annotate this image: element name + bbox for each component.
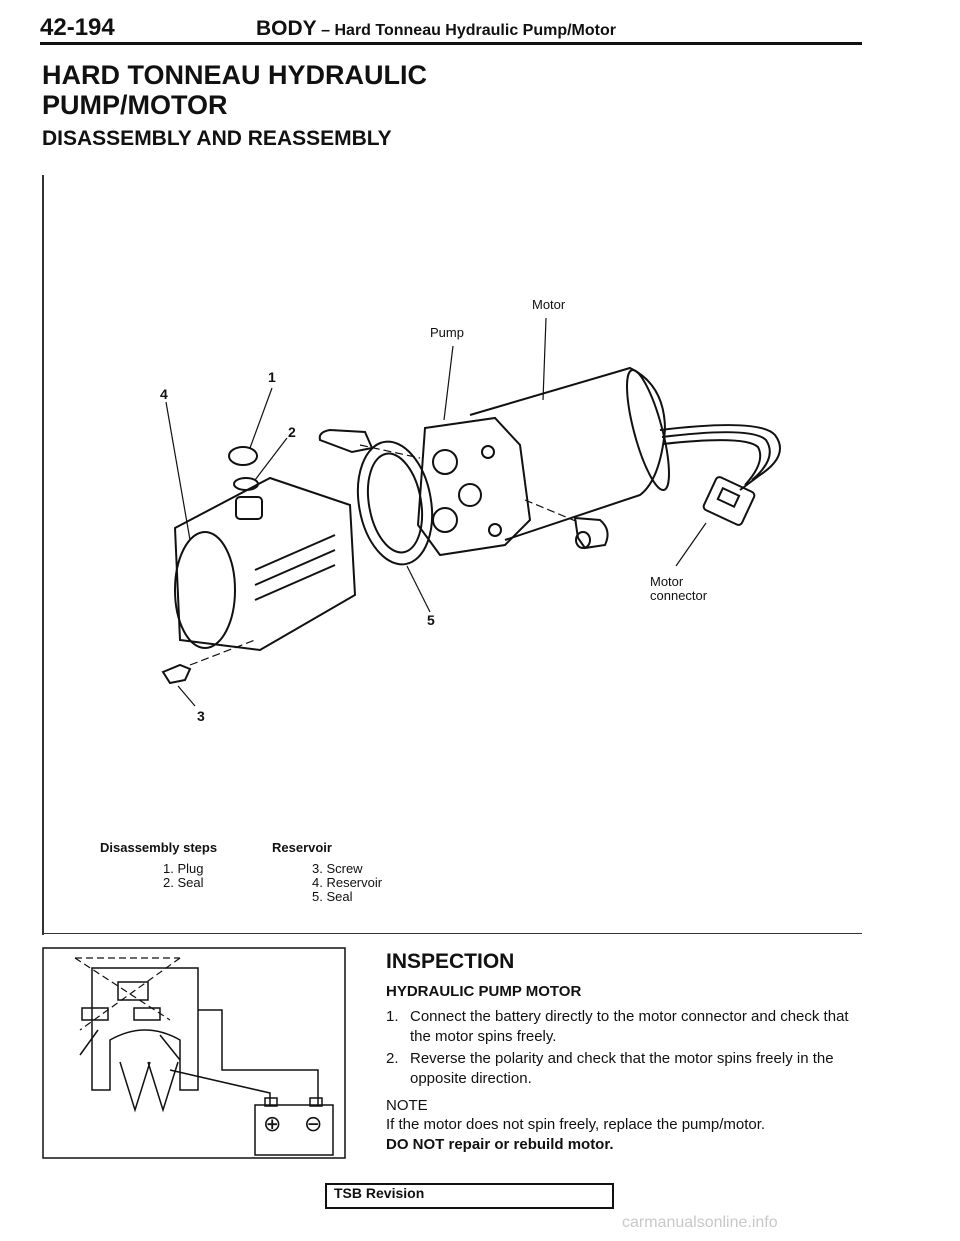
- header-rule: [40, 42, 862, 45]
- step-2: 2. Seal: [163, 875, 204, 890]
- callout-3: 3: [197, 708, 205, 724]
- callout-5: 5: [427, 612, 435, 628]
- screw: [161, 663, 192, 685]
- battery: [254, 1104, 334, 1156]
- page-number: 42-194: [40, 14, 115, 41]
- inspection-item-1-num: 1.: [386, 1008, 399, 1025]
- header-subtitle: Hard Tonneau Hydraulic Pump/Motor: [334, 22, 616, 39]
- inspection-item-1-text: Connect the battery directly to the moto…: [410, 1008, 849, 1045]
- seal-ring: [356, 440, 434, 566]
- step-5: 5. Seal: [312, 889, 353, 904]
- diagram-frame-left: [42, 175, 44, 935]
- page-title-line1: HARD TONNEAU HYDRAULIC: [42, 60, 428, 90]
- inspection-item-2-num: 2.: [386, 1050, 399, 1067]
- step-1: 1. Plug: [163, 861, 204, 876]
- motor-connector-label: Motor connector: [650, 575, 707, 603]
- motor-connector-part: [702, 476, 756, 526]
- pump-label: Pump: [430, 325, 464, 340]
- header-dash: –: [316, 22, 335, 39]
- diagram-frame-bottom: [42, 933, 862, 934]
- pump-housing: [416, 416, 532, 557]
- motor-connector-label-line2: connector: [650, 588, 708, 603]
- inspection-title: INSPECTION: [386, 950, 515, 973]
- inspection-item-2-text: Reverse the polarity and check that the …: [410, 1050, 834, 1087]
- motor-body: [469, 366, 667, 541]
- callout-2: 2: [288, 424, 296, 440]
- plug: [228, 446, 258, 466]
- battery-minus-icon: ⊖: [304, 1112, 323, 1137]
- callout-4: 4: [160, 386, 168, 402]
- steps-heading: Disassembly steps: [100, 840, 218, 855]
- exploded-diagram: [161, 317, 781, 707]
- inspection-item-2: 2. Reverse the polarity and check that t…: [386, 1049, 864, 1089]
- motor-end-cap: [626, 369, 670, 491]
- wiring-diagram: [42, 947, 346, 1159]
- motor-connector-label-line1: Motor: [650, 574, 684, 589]
- callout-1: 1: [268, 369, 276, 385]
- reservoir-heading: Reservoir: [272, 840, 332, 855]
- step-3: 3. Screw: [312, 861, 363, 876]
- step-4: 4. Reservoir: [312, 875, 383, 890]
- wiring-diagram-frame: [42, 947, 346, 1159]
- inspection-subtitle: HYDRAULIC PUMP MOTOR: [386, 983, 582, 1000]
- motor-label: Motor: [532, 297, 566, 312]
- note-warning: DO NOT repair or rebuild motor.: [386, 1136, 614, 1153]
- header-section: BODY: [256, 17, 317, 40]
- page-title: HARD TONNEAU HYDRAULIC PUMP/MOTOR: [42, 60, 427, 120]
- seal-small: [233, 477, 259, 491]
- battery-plus-icon: ⊕: [263, 1112, 282, 1137]
- page-title-line2: PUMP/MOTOR: [42, 90, 228, 120]
- tsb-revision-box: [325, 1183, 614, 1209]
- reservoir-body: [173, 476, 357, 652]
- watermark: carmanualsonline.info: [622, 1214, 778, 1231]
- tsb-revision-label: TSB Revision: [334, 1185, 425, 1201]
- inspection-item-1: 1. Connect the battery directly to the m…: [386, 1007, 864, 1047]
- note-text: If the motor does not spin freely, repla…: [386, 1116, 766, 1133]
- elbow-fitting-right: [573, 516, 609, 550]
- elbow-fitting-top: [318, 428, 374, 454]
- section-title: DISASSEMBLY AND REASSEMBLY: [42, 127, 392, 150]
- header-title: BODY – Hard Tonneau Hydraulic Pump/Motor: [256, 17, 616, 41]
- note-label: NOTE: [386, 1097, 428, 1114]
- motor-wires: [659, 424, 781, 491]
